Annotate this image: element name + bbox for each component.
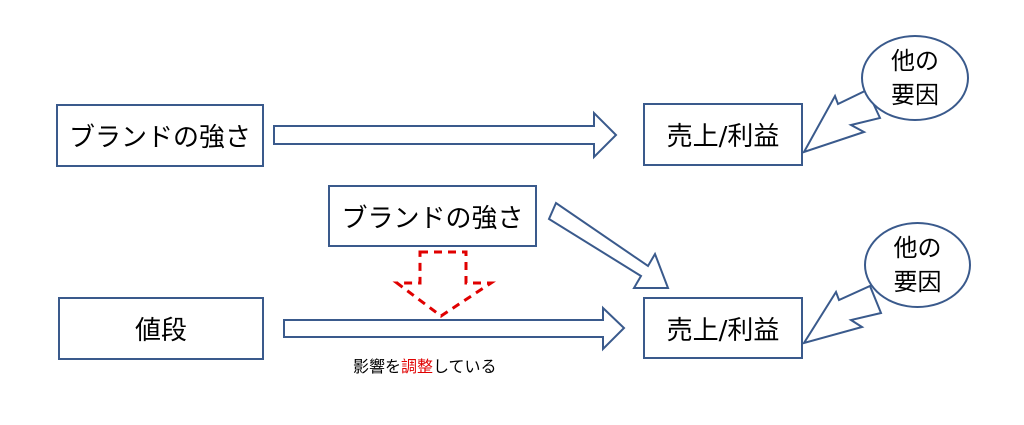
other-factors-oval-top: 他の 要因: [861, 35, 969, 121]
other-factors-line2-top: 要因: [891, 81, 939, 109]
other-factors-line1-top: 他の: [891, 47, 939, 75]
arrow-other-factors-bottom: [801, 284, 883, 345]
arrow-brand-to-sales-top: [273, 110, 618, 160]
price-box: 値段: [58, 297, 264, 360]
dashed-adjust-arrow: [392, 250, 496, 318]
price-label: 値段: [134, 316, 187, 346]
other-factors-line1-bottom: 他の: [893, 234, 942, 262]
caption-after: している: [433, 357, 497, 376]
sales-profit-box-bottom: 売上/利益: [643, 297, 803, 359]
sales-profit-label-top: 売上/利益: [666, 122, 780, 152]
sales-profit-label-bottom: 売上/利益: [666, 315, 780, 346]
other-factors-oval-bottom: 他の 要因: [864, 222, 971, 308]
arrow-other-factors-top: [801, 88, 882, 154]
brand-strength-label-bottom: ブランドの強さ: [341, 203, 524, 234]
brand-strength-label-top: ブランドの強さ: [68, 123, 251, 153]
arrow-brand-to-sales-bottom: [547, 201, 670, 289]
brand-strength-box-top: ブランドの強さ: [56, 104, 264, 167]
caption-before: 影響を: [353, 357, 402, 376]
arrow-price-to-sales: [283, 305, 626, 352]
other-factors-line2-bottom: 要因: [893, 268, 942, 296]
brand-strength-box-bottom: ブランドの強さ: [328, 185, 537, 247]
caption-highlight: 調整: [401, 357, 434, 376]
adjust-caption: 影響を調整している: [353, 353, 497, 377]
sales-profit-box-top: 売上/利益: [643, 103, 803, 166]
